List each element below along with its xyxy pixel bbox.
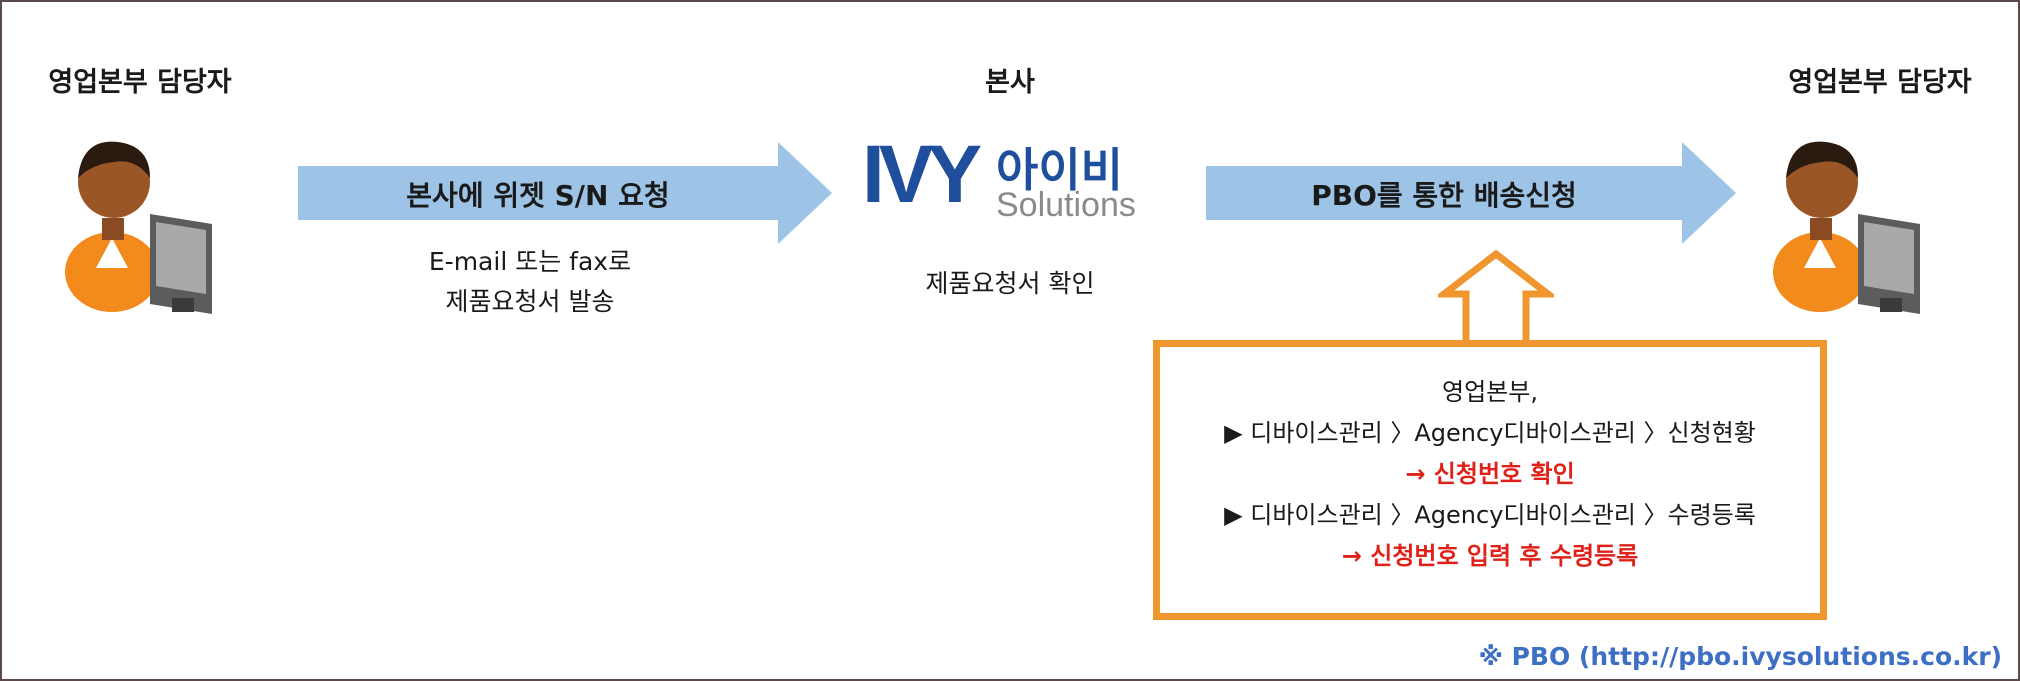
logo-korean: 아이비 (996, 143, 1123, 197)
headquarters-title: 본사 (985, 67, 1035, 98)
instruction-line-3: → 신청번호 확인 (1405, 460, 1575, 488)
request-arrow (298, 142, 832, 244)
instruction-box (1153, 340, 1827, 620)
instruction-box-text: 영업본부, ▶ 디바이스관리 〉Agency디바이스관리 〉신청현황 → 신청번… (1153, 372, 1827, 577)
shipping-arrow-label: PBO를 통한 배송신청 (1311, 179, 1577, 212)
instruction-line-1: 영업본부, (1442, 378, 1538, 406)
instruction-line-5: → 신청번호 입력 후 수령등록 (1341, 542, 1639, 570)
left-person-title: 영업본부 담당자 (48, 67, 232, 98)
instruction-line-4: ▶ 디바이스관리 〉Agency디바이스관리 〉수령등록 (1224, 501, 1756, 529)
headquarters-caption: 제품요청서 확인 (925, 269, 1095, 298)
user-at-computer-icon (1773, 141, 1920, 314)
ivy-solutions-logo: IVY 아이비 Solutions (862, 128, 1182, 238)
pbo-footnote: ※ PBO (http://pbo.ivysolutions.co.kr) (1478, 642, 2002, 671)
logo-mark: IVY (862, 129, 982, 220)
request-arrow-label: 본사에 위젯 S/N 요청 (406, 179, 670, 212)
right-person-title: 영업본부 담당자 (1788, 67, 1972, 98)
request-method-line2: 제품요청서 발송 (445, 287, 615, 316)
shipping-arrow (1206, 142, 1736, 244)
instruction-line-2: ▶ 디바이스관리 〉Agency디바이스관리 〉신청현황 (1224, 419, 1756, 447)
up-arrow-icon (1438, 249, 1554, 350)
request-method-line1: E-mail 또는 fax로 (428, 247, 632, 276)
user-at-computer-icon (65, 141, 212, 314)
logo-english: Solutions (996, 186, 1136, 224)
